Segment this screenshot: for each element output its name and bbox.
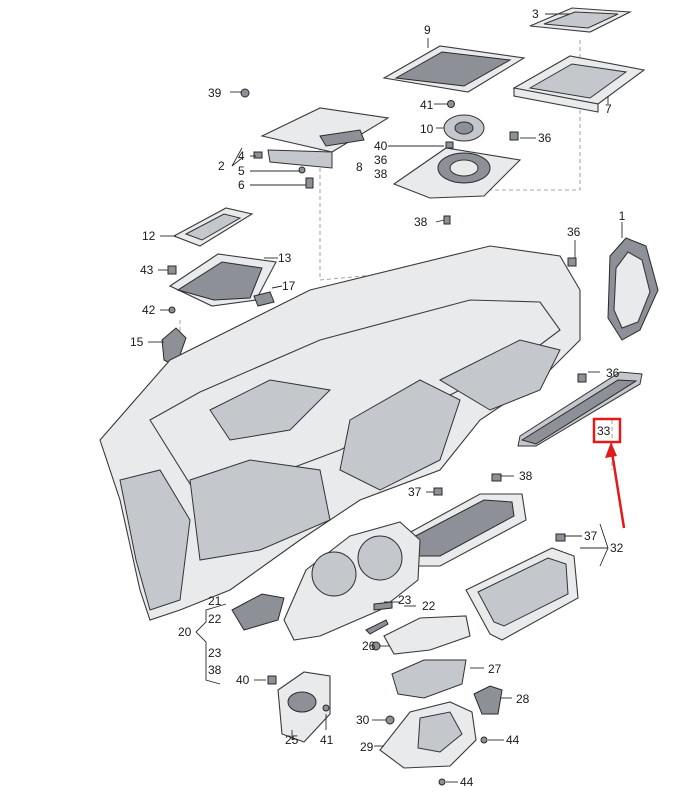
- callout-36-right[interactable]: 36: [567, 225, 581, 239]
- callout-labels: 1 3 9 7 39 41 10 36 40 36 8 38 38 2 4 5 …: [130, 7, 626, 789]
- callout-2[interactable]: 2: [218, 159, 225, 173]
- callout-32[interactable]: 32: [610, 541, 624, 555]
- part-3-cover-trim[interactable]: [529, 7, 633, 33]
- callout-44-bottom[interactable]: 44: [460, 775, 474, 789]
- callout-39[interactable]: 39: [208, 86, 222, 100]
- callout-40-top[interactable]: 40: [374, 139, 388, 153]
- highlight-arrow: [605, 442, 626, 529]
- callout-8[interactable]: 8: [356, 160, 363, 174]
- part-display-bezel[interactable]: [465, 547, 579, 641]
- callout-38-top[interactable]: 38: [374, 167, 388, 181]
- part-instrument-cluster-frame[interactable]: [283, 521, 421, 641]
- callout-30[interactable]: 30: [356, 713, 370, 727]
- callout-26[interactable]: 26: [362, 639, 376, 653]
- callout-41-bottom[interactable]: 41: [320, 733, 334, 747]
- callout-29[interactable]: 29: [360, 740, 374, 754]
- callout-15[interactable]: 15: [130, 335, 144, 349]
- part-2-glove-box-lid[interactable]: [260, 107, 390, 169]
- leader-lines: [148, 13, 623, 783]
- callout-41-top[interactable]: 41: [420, 98, 434, 112]
- highlight-box-33: [592, 417, 622, 444]
- callout-28[interactable]: 28: [516, 692, 530, 706]
- part-26-column-cover-top[interactable]: [383, 615, 471, 655]
- callout-1[interactable]: 1: [619, 209, 626, 223]
- callout-38-left[interactable]: 38: [208, 663, 222, 677]
- callout-12[interactable]: 12: [142, 229, 156, 243]
- callout-10[interactable]: 10: [420, 122, 434, 136]
- callout-9[interactable]: 9: [424, 23, 431, 37]
- part-27-column-cover-mid[interactable]: [391, 659, 467, 699]
- callout-38-vent[interactable]: 38: [519, 469, 533, 483]
- part-7-storage-bin[interactable]: [512, 55, 646, 113]
- callout-17[interactable]: 17: [282, 279, 296, 293]
- callout-23-right[interactable]: 23: [398, 593, 412, 607]
- callout-3[interactable]: 3: [532, 7, 539, 21]
- callout-33[interactable]: 33: [597, 424, 611, 438]
- callout-22-right[interactable]: 22: [422, 599, 436, 613]
- callout-5[interactable]: 5: [238, 164, 245, 178]
- part-21-small-vent[interactable]: [231, 593, 285, 631]
- callout-43[interactable]: 43: [140, 263, 154, 277]
- part-12-display-frame[interactable]: [172, 207, 254, 247]
- callout-42[interactable]: 42: [142, 303, 156, 317]
- callout-44-right[interactable]: 44: [506, 733, 520, 747]
- callout-36-mid[interactable]: 36: [374, 153, 388, 167]
- part-9-storage-lid[interactable]: [382, 45, 526, 93]
- callout-37-vent[interactable]: 37: [408, 485, 422, 499]
- callout-7[interactable]: 7: [605, 102, 612, 116]
- part-28-bracket[interactable]: [473, 685, 503, 715]
- callout-21[interactable]: 21: [208, 594, 222, 608]
- callout-37-bezel[interactable]: 37: [584, 529, 598, 543]
- part-29-column-cover-lower[interactable]: [379, 701, 477, 769]
- callout-13[interactable]: 13: [278, 251, 292, 265]
- callout-38-bracket[interactable]: 38: [414, 215, 428, 229]
- part-8-center-bracket[interactable]: [392, 147, 522, 199]
- callout-27[interactable]: 27: [488, 662, 502, 676]
- callout-22-left[interactable]: 22: [208, 612, 222, 626]
- part-33-trim-strip[interactable]: [517, 371, 643, 447]
- callout-25[interactable]: 25: [285, 733, 299, 747]
- part-1-side-panel[interactable]: [607, 237, 659, 341]
- callout-6[interactable]: 6: [238, 178, 245, 192]
- part-10-speaker[interactable]: [443, 114, 485, 142]
- callout-36-strip[interactable]: 36: [606, 366, 620, 380]
- part-17-clip[interactable]: [253, 291, 275, 307]
- callout-4[interactable]: 4: [238, 149, 245, 163]
- fasteners: [167, 88, 587, 786]
- part-13-center-module[interactable]: [168, 253, 277, 307]
- callout-23-left[interactable]: 23: [208, 646, 222, 660]
- part-15-side-vent[interactable]: [161, 327, 187, 367]
- callout-40-bottom[interactable]: 40: [236, 673, 250, 687]
- part-25-knee-vent[interactable]: [277, 671, 331, 743]
- dashboard-main-body[interactable]: [99, 245, 581, 621]
- callout-36-top[interactable]: 36: [538, 131, 552, 145]
- callout-20[interactable]: 20: [178, 625, 192, 639]
